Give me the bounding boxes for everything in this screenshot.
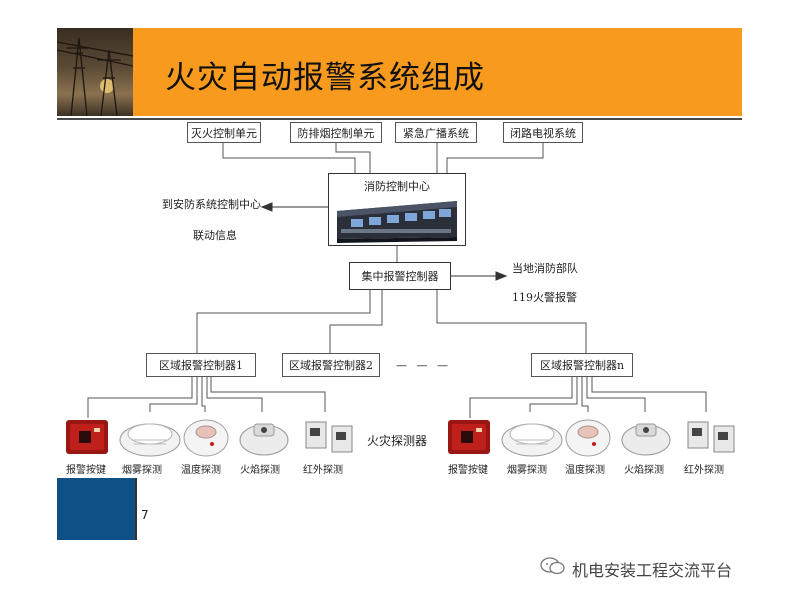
control-center-box: 消防控制中心 bbox=[328, 173, 466, 246]
detector-label-right-2: 温度探测 bbox=[565, 465, 605, 476]
page-number: 7 bbox=[141, 508, 149, 522]
zone-controller-1: 区域报警控制器1 bbox=[146, 353, 256, 377]
page-title: 火灾自动报警系统组成 bbox=[165, 60, 485, 96]
top-unit-emergency-broadcast: 紧急广播系统 bbox=[395, 122, 477, 143]
zone-controller-n: 区域报警控制器n bbox=[531, 353, 633, 377]
header-photo bbox=[57, 28, 133, 116]
top-unit-smoke-control: 防排烟控制单元 bbox=[290, 122, 382, 143]
power-tower-image bbox=[57, 37, 133, 116]
zone-controller-2: 区域报警控制器2 bbox=[282, 353, 380, 377]
security-center-link-label: 到安防系统控制中心 bbox=[162, 198, 261, 211]
flame-detector-icon bbox=[239, 423, 289, 456]
smoke-detector-icon bbox=[501, 423, 563, 457]
fire-alarm-119-label: 119火警报警 bbox=[512, 291, 577, 304]
detector-label-right-1: 烟雾探测 bbox=[507, 465, 547, 476]
central-alarm-controller: 集中报警控制器 bbox=[349, 262, 451, 290]
detector-label-left-0: 报警按键 bbox=[66, 465, 106, 476]
zone-ellipsis: — — — bbox=[396, 359, 451, 372]
detector-label-left-4: 红外探测 bbox=[303, 465, 343, 476]
alarm-button-icon bbox=[448, 420, 490, 454]
detector-label-right-4: 红外探测 bbox=[684, 465, 724, 476]
local-fire-brigade-label: 当地消防部队 bbox=[512, 262, 578, 275]
detector-label-left-3: 火焰探测 bbox=[240, 465, 280, 476]
header-band bbox=[133, 28, 742, 116]
console-desk-image bbox=[337, 201, 457, 243]
detector-label-right-0: 报警按键 bbox=[448, 465, 488, 476]
linkage-info-label: 联动信息 bbox=[193, 229, 237, 242]
footer-divider bbox=[135, 478, 137, 540]
temperature-detector-icon bbox=[565, 419, 611, 457]
watermark-text: 机电安装工程交流平台 bbox=[572, 561, 733, 580]
footer-block bbox=[57, 478, 135, 540]
detector-group-right bbox=[448, 419, 735, 457]
infrared-detector-icon bbox=[305, 421, 353, 453]
control-center-label: 消防控制中心 bbox=[364, 180, 430, 193]
detector-label-right-3: 火焰探测 bbox=[624, 465, 664, 476]
alarm-button-icon bbox=[66, 420, 108, 454]
fire-detectors-label: 火灾探测器 bbox=[367, 434, 428, 448]
detector-label-left-1: 烟雾探测 bbox=[122, 465, 162, 476]
detector-label-left-2: 温度探测 bbox=[181, 465, 221, 476]
top-unit-cctv: 闭路电视系统 bbox=[503, 122, 583, 143]
top-unit-fire-extinguish: 灭火控制单元 bbox=[187, 122, 261, 143]
flame-detector-icon bbox=[621, 423, 671, 456]
detector-group-left bbox=[66, 419, 353, 457]
smoke-detector-icon bbox=[119, 423, 181, 457]
temperature-detector-icon bbox=[183, 419, 229, 457]
header-divider bbox=[57, 118, 742, 120]
wechat-icon bbox=[540, 557, 565, 575]
infrared-detector-icon bbox=[687, 421, 735, 453]
